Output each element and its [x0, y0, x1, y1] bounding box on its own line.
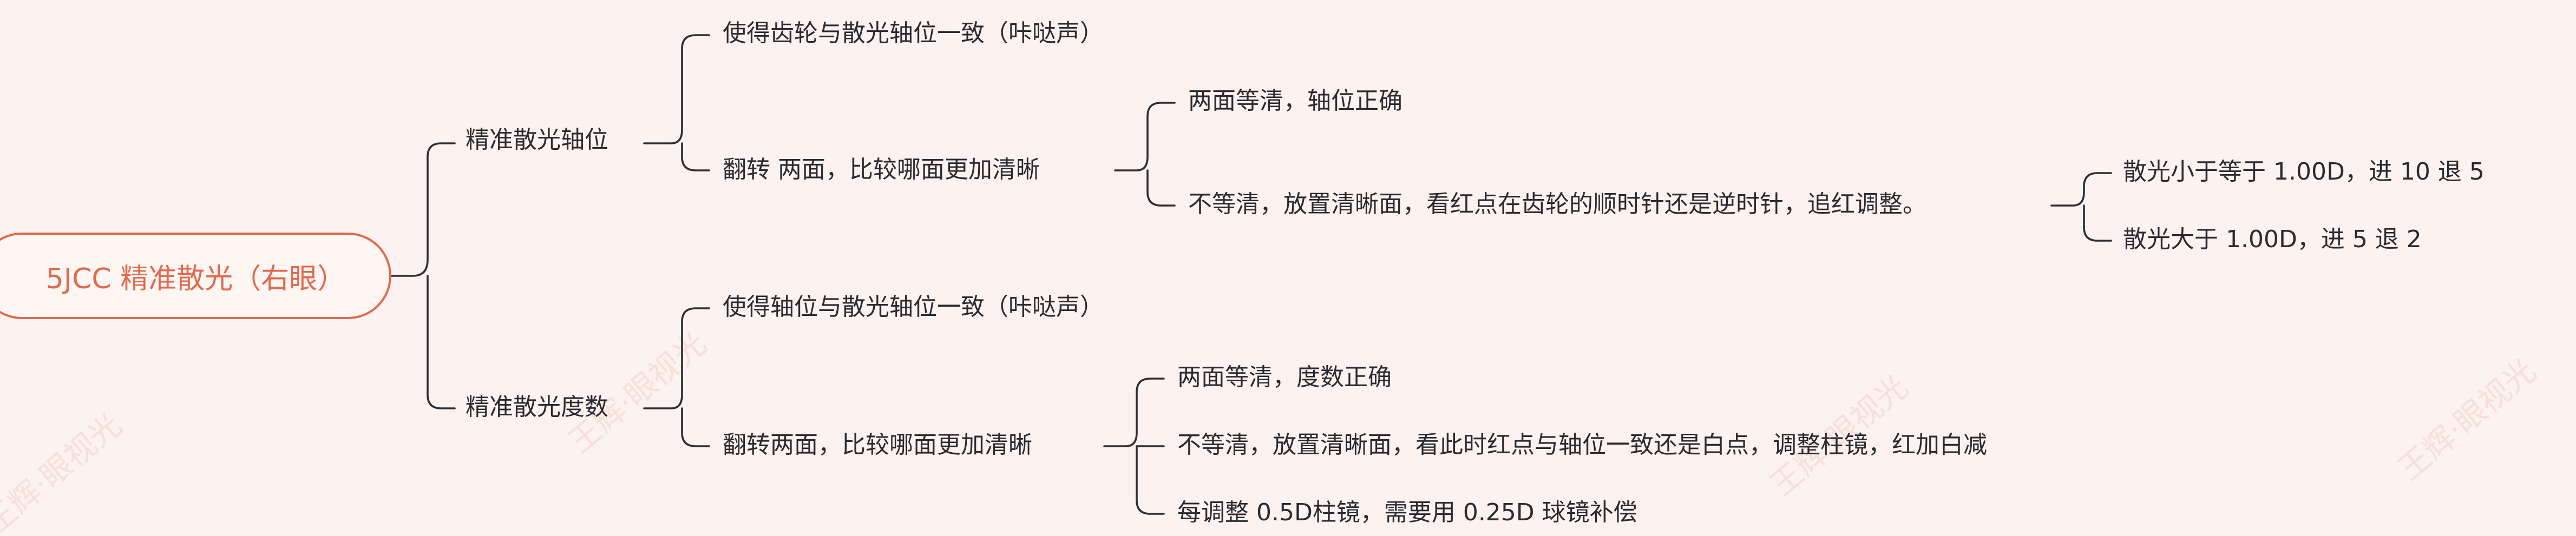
edge-root-axis	[390, 142, 456, 277]
edge-axis-large	[2083, 204, 2112, 242]
topic-power-step2[interactable]: 翻转两面，比较哪面更加清晰	[723, 431, 1032, 459]
topic-axis-equal[interactable]: 两面等清，轴位正确	[1188, 87, 1402, 115]
edge-power-compensate	[1136, 445, 1165, 515]
topic-power[interactable]: 精准散光度数	[466, 393, 608, 421]
edge-axis-step2	[681, 142, 710, 171]
topic-axis[interactable]: 精准散光轴位	[466, 126, 608, 154]
topic-axis-step1[interactable]: 使得齿轮与散光轴位一致（咔哒声）	[723, 19, 1104, 47]
topic-axis-small[interactable]: 散光小于等于 1.00D，进 10 退 5	[2123, 158, 2485, 186]
edge-power-equal	[1103, 378, 1165, 447]
edge-axis-unequal	[1146, 169, 1176, 207]
root-topic[interactable]: 5JCC 精准散光（右眼）	[0, 233, 391, 319]
topic-axis-step2[interactable]: 翻转 两面，比较哪面更加清晰	[723, 156, 1040, 183]
edge-power-step1	[643, 307, 710, 409]
topic-axis-unequal[interactable]: 不等清，放置清晰面，看红点在齿轮的顺时针还是逆时针，追红调整。	[1188, 190, 1926, 218]
edge-axis-equal	[1114, 102, 1176, 171]
edge-root-power	[427, 275, 456, 409]
topic-axis-large[interactable]: 散光大于 1.00D，进 5 退 2	[2123, 226, 2422, 253]
topic-power-compensate[interactable]: 每调整 0.5D柱镜，需要用 0.25D 球镜补偿	[1177, 499, 1637, 526]
edge-axis-small	[2050, 172, 2112, 207]
topic-power-step1[interactable]: 使得轴位与散光轴位一致（咔哒声）	[723, 293, 1104, 321]
edge-power-step2	[681, 407, 710, 447]
topic-power-unequal[interactable]: 不等清，放置清晰面，看此时红点与轴位一致还是白点，调整柱镜，红加白减	[1177, 431, 1987, 459]
edge-axis-step1	[643, 34, 710, 144]
root-label: 5JCC 精准散光（右眼）	[45, 262, 346, 295]
topic-power-equal[interactable]: 两面等清，度数正确	[1177, 363, 1392, 391]
